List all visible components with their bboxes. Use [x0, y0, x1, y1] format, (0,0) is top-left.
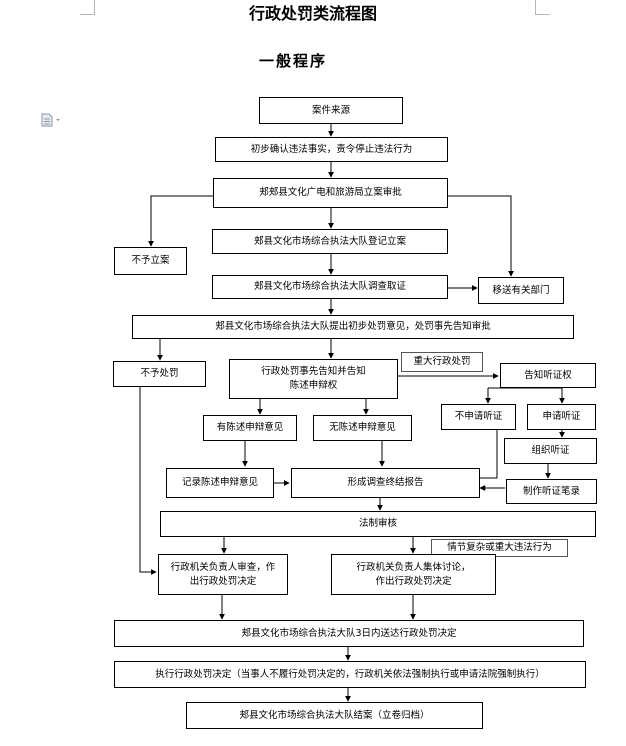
node-serve-decision: 郏县文化市场综合执法大队3日内送达行政处罚决定 [114, 620, 584, 647]
node-execute-decision: 执行行政处罚决定（当事人不履行处罚决定的，行政机关依法强制执行或申请法院强制执行… [114, 661, 586, 688]
node-no-penalty: 不予处罚 [113, 361, 206, 387]
node-team-register: 郏县文化市场综合执法大队登记立案 [212, 229, 448, 254]
node-hearing-request: 申请听证 [527, 404, 596, 430]
node-no-file-case: 不予立案 [114, 247, 187, 275]
document-subtitle: 一般程序 [258, 52, 327, 70]
node-collective-discussion: 行政机关负责人集体讨论，作出行政处罚决定 [331, 554, 496, 595]
node-close-case: 郏县文化市场综合执法大队结案（立卷归档） [186, 702, 483, 729]
page-corner-mark [80, 0, 95, 15]
node-preliminary-opinion: 郏县文化市场综合执法大队提出初步处罚意见，处罚事先告知审批 [132, 315, 574, 339]
node-with-defense: 有陈述申辩意见 [203, 415, 297, 441]
node-no-hearing-request: 不申请听证 [441, 404, 516, 430]
node-major-penalty: 重大行政处罚 [401, 352, 483, 372]
node-leader-review: 行政机关负责人审查，作出行政处罚决定 [158, 554, 288, 595]
node-case-source: 案件来源 [259, 97, 403, 124]
node-record-defense: 记录陈述申辩意见 [166, 468, 274, 498]
node-hearing-transcript: 制作听证笔录 [506, 479, 597, 504]
node-complex-cases: 情节复杂或重大违法行为 [431, 539, 568, 557]
node-transfer-dept: 移送有关部门 [478, 277, 564, 304]
node-legal-review: 法制审核 [160, 511, 596, 537]
node-advance-notice: 行政处罚事先告知并告知陈述申辩权 [229, 359, 398, 399]
node-team-investigate: 郏县文化市场综合执法大队调查取证 [212, 275, 448, 299]
document-title: 行政处罚类流程图 [248, 4, 377, 23]
document-icon[interactable] [40, 113, 62, 127]
node-bureau-approval: 郏郏县文化广电和旅游局立案审批 [213, 178, 448, 208]
node-notify-hearing-right: 告知听证权 [500, 363, 596, 388]
node-investigation-report: 形成调查终结报告 [291, 468, 480, 498]
node-no-defense: 无陈述申辩意见 [313, 415, 412, 441]
node-organize-hearing: 组织听证 [504, 438, 597, 464]
node-preliminary-confirm: 初步确认违法事实，责令停止违法行为 [215, 137, 448, 162]
page-corner-mark [535, 0, 550, 15]
